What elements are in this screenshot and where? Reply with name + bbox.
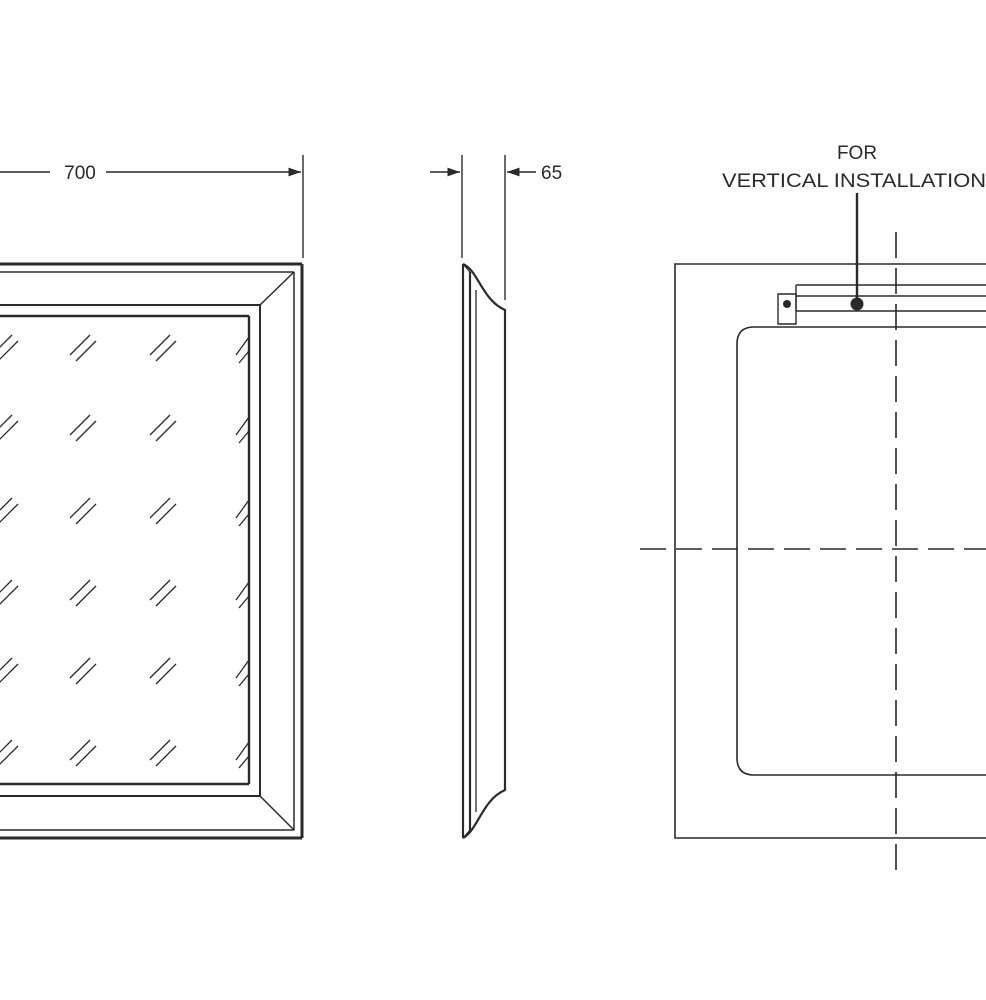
reflection-mark [235,741,250,769]
depth-dimension-label: 65 [541,163,562,184]
reflection-mark [0,657,19,683]
reflection-mark [69,579,97,607]
screw-icon [783,300,791,308]
side-view: 65 [430,155,562,839]
reflection-mark [0,497,19,523]
reflection-mark [0,579,19,605]
reflection-mark [235,416,250,444]
mirror-frame [0,262,304,840]
inner-panel-outline [736,326,986,776]
rear-view: FOR VERTICAL INSTALLATION [640,143,986,870]
glass-reflection-hatching [0,334,250,769]
reflection-mark [69,334,97,362]
reflection-mark [235,336,250,364]
reflection-mark [149,739,177,767]
reflection-mark [0,414,19,440]
side-profile [461,262,507,839]
reflection-mark [69,657,97,685]
reflection-mark [0,334,19,360]
width-dimension: 700 [0,155,304,258]
vertical-mount-hole-icon [850,297,864,311]
reflection-mark [149,579,177,607]
back-panel-outline [674,263,986,839]
reflection-mark [69,414,97,442]
reflection-mark [149,497,177,525]
reflection-mark [69,739,97,767]
front-view: 700 [0,155,304,840]
mounting-bracket [777,284,986,325]
depth-dimension: 65 [430,155,562,300]
reflection-mark [0,739,19,765]
note-line-1: FOR [837,143,877,164]
reflection-mark [149,334,177,362]
reflection-mark [235,499,250,527]
note-line-2: VERTICAL INSTALLATION [722,171,986,192]
reflection-mark [149,414,177,442]
reflection-mark [149,657,177,685]
reflection-mark [69,497,97,525]
reflection-mark [235,659,250,687]
width-dimension-label: 700 [64,163,96,184]
reflection-mark [235,581,250,609]
